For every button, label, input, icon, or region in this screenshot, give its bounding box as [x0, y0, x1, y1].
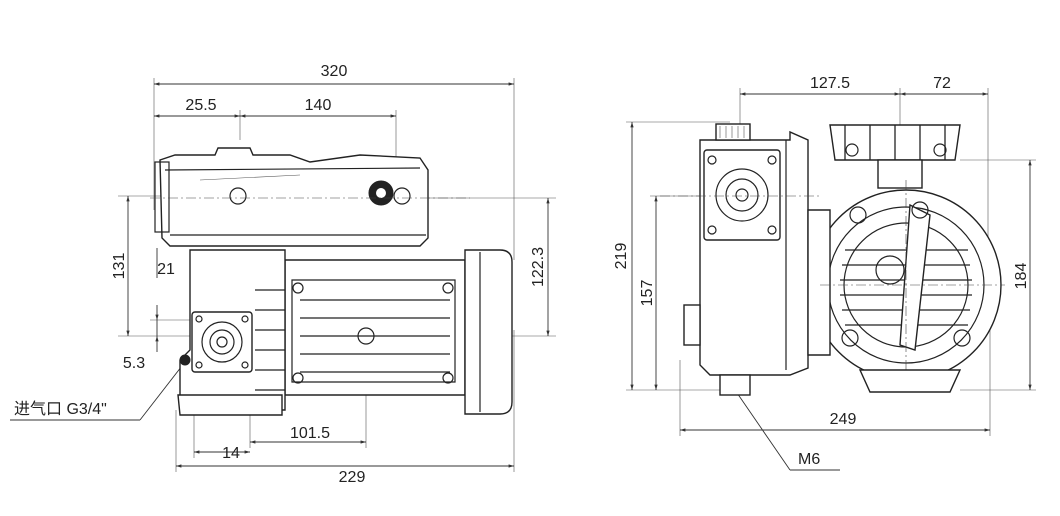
m6-label: M6: [798, 451, 820, 468]
dim-140: 140: [305, 97, 332, 114]
dim-131: 131: [111, 253, 128, 280]
dim-229: 229: [339, 469, 366, 486]
dim-14: 14: [222, 445, 240, 462]
side-view: 320 25.5 140 131 21 5.3 122.3 101.5 14 2…: [10, 63, 556, 486]
dim-101-5: 101.5: [290, 425, 330, 442]
dim-249: 249: [830, 411, 857, 428]
dim-320: 320: [321, 63, 348, 80]
dim-122-3: 122.3: [530, 247, 547, 287]
dim-219: 219: [613, 243, 630, 270]
dim-5-3: 5.3: [123, 355, 145, 372]
dim-25-5: 25.5: [185, 97, 216, 114]
front-view: 127.5 72 219 157 184 249 M6: [613, 75, 1036, 471]
dim-127-5: 127.5: [810, 75, 850, 92]
dim-21: 21: [157, 261, 175, 278]
dim-157: 157: [639, 280, 656, 307]
dim-72: 72: [933, 75, 951, 92]
inlet-label: 进气口 G3/4": [14, 400, 107, 418]
dim-184: 184: [1013, 263, 1030, 290]
